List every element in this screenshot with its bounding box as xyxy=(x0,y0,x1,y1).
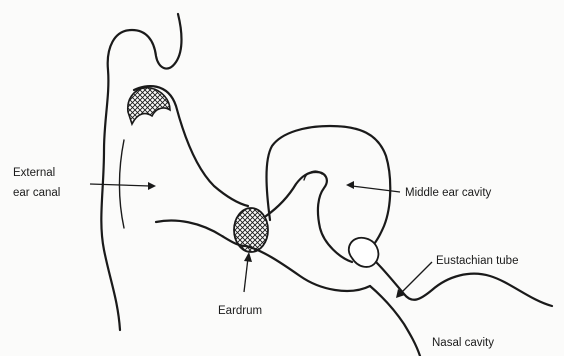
eardrum-shape xyxy=(234,208,268,252)
pinna-outline xyxy=(101,14,181,330)
round-window xyxy=(349,238,379,267)
ear-canal-lower-wall xyxy=(156,221,246,246)
eardrum-pointer xyxy=(244,258,248,292)
eustachian-tube-lower xyxy=(370,286,420,356)
eustachian-tube-pointer xyxy=(400,262,432,294)
helix-tissue xyxy=(128,88,170,124)
eustachian-tube-upper xyxy=(376,262,552,306)
external-ear-canal-arrowhead xyxy=(148,182,156,190)
label-nasal-cavity: Nasal cavity xyxy=(432,337,494,349)
ossicle-chain xyxy=(266,172,352,262)
label-middle-ear-cavity: Middle ear cavity xyxy=(405,187,492,199)
middle-ear-cavity-pointer xyxy=(352,186,400,192)
middle-ear-cavity-arrowhead xyxy=(346,181,354,189)
label-external-ear-canal-line2: ear canal xyxy=(13,187,60,199)
label-external-ear-canal-line1: External xyxy=(13,167,55,179)
label-eardrum: Eardrum xyxy=(218,305,262,317)
label-eustachian-tube: Eustachian tube xyxy=(436,255,518,267)
eardrum-arrowhead xyxy=(244,252,252,262)
pinna-inner-fold xyxy=(120,140,125,228)
